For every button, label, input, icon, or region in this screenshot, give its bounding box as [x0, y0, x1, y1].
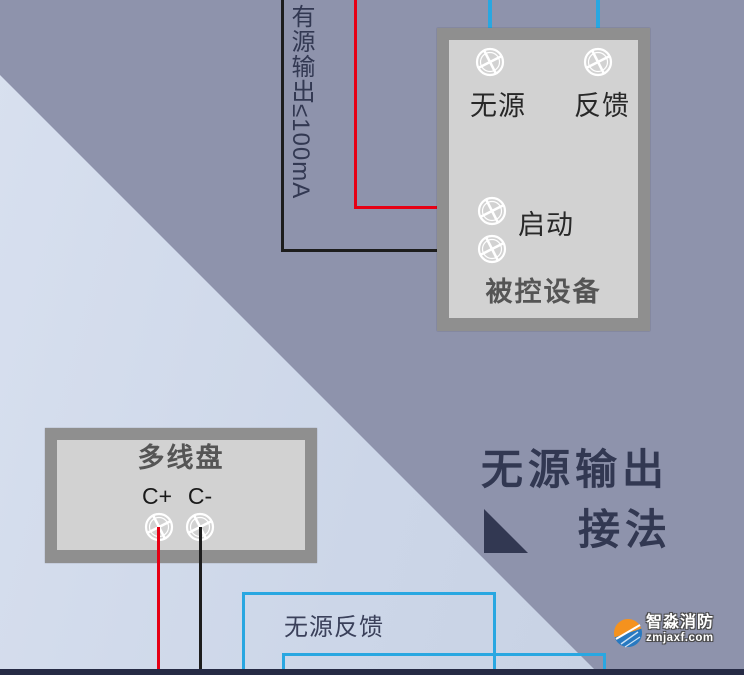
active-output-note: 有源输出≤100mA [287, 4, 314, 200]
start-terminal-label: 启动 [518, 210, 574, 240]
controlled-device-panel [449, 40, 638, 318]
brand-name: 智淼消防 [646, 614, 715, 631]
controlled-device-box: 无源 反馈 启动 被控设备 [437, 28, 650, 331]
brand-logo-icon [614, 619, 642, 648]
multiline-panel-box: 多线盘 C+ C- [45, 428, 317, 563]
wire-black-horizontal-top [281, 249, 492, 252]
wire-red-vertical-top [354, 0, 357, 209]
wire-black-vertical-top [281, 0, 284, 252]
wire-black-c-minus [199, 527, 202, 675]
triangle-marker-icon [484, 509, 528, 553]
diagram-title-line2: 接法 [578, 506, 673, 553]
c-minus-label: C- [187, 483, 213, 509]
multiline-panel-inner [57, 440, 305, 550]
c-plus-label: C+ [141, 483, 173, 509]
bottom-edge-bar [0, 669, 744, 675]
watermark-logo: 智淼消防 zmjaxf.com [613, 614, 715, 648]
wire-red-c-plus [157, 527, 160, 675]
passive-feedback-loop-inner [282, 653, 606, 675]
passive-feedback-label: 无源反馈 [284, 614, 384, 641]
diagram-title-line1: 无源输出 [481, 446, 670, 493]
brand-domain: zmjaxf.com [646, 631, 714, 644]
wire-red-horizontal-top [354, 206, 492, 209]
passive-terminal-label: 无源 [470, 91, 526, 121]
controlled-device-title: 被控设备 [485, 277, 602, 307]
feedback-terminal-label: 反馈 [574, 91, 630, 121]
passive-feedback-loop-outer [242, 592, 496, 675]
multiline-panel-title: 多线盘 [137, 443, 225, 473]
